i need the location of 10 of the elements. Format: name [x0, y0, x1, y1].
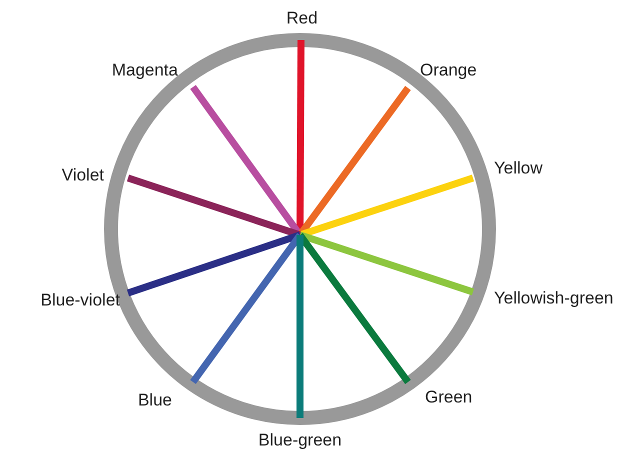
color-label: Orange [420, 62, 477, 78]
color-label: Blue [138, 392, 172, 408]
color-label: Blue-green [258, 432, 342, 448]
color-label: Magenta [112, 62, 178, 78]
color-label: Red [286, 10, 318, 26]
color-label: Yellow [494, 160, 543, 176]
color-label: Blue-violet [40, 292, 120, 308]
color-label: Yellowish-green [494, 290, 614, 306]
color-label: Green [425, 388, 472, 406]
color-label: Violet [62, 166, 104, 184]
